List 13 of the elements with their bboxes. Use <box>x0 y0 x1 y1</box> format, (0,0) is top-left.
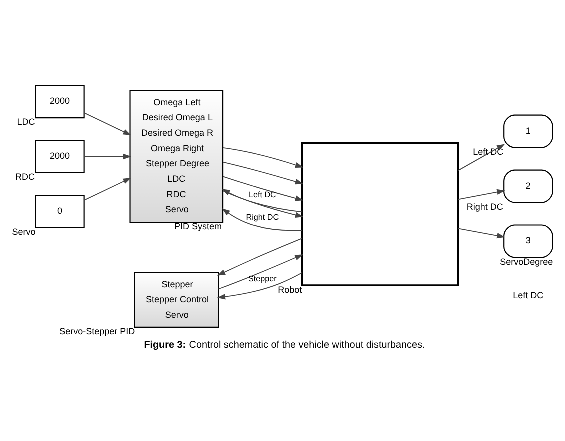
node-label: Right DC <box>466 202 504 212</box>
edge-label: Right DC <box>246 213 280 222</box>
label: Left DC <box>513 290 544 301</box>
node-label: Servo-Stepper PID <box>60 326 136 337</box>
node-label: Servo <box>12 227 36 238</box>
node-label: Robot <box>278 284 302 295</box>
node-label: PID System <box>174 222 222 232</box>
caption: Figure 3: Control schematic of the vehicle without disturbances. <box>144 340 426 352</box>
node-label: ServoDegree <box>500 256 554 267</box>
edge-label: Left DC <box>248 190 276 200</box>
node-label: LDC <box>17 117 36 128</box>
edge-label: Stepper <box>248 274 277 284</box>
node-label: RDC <box>16 172 36 182</box>
